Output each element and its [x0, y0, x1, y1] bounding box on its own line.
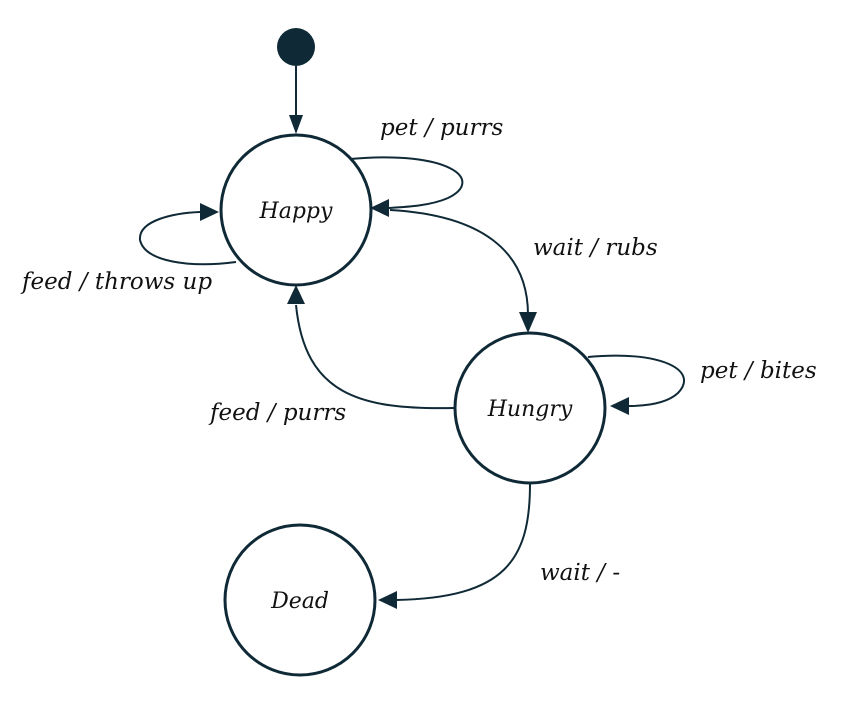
label-happy-pet: pet / purrs: [380, 115, 503, 141]
arrowhead-hungry-to-dead: [378, 591, 397, 609]
state-hungry: Hungry: [453, 331, 607, 485]
state-happy-circle: [219, 133, 373, 287]
edge-hungry-to-happy: [295, 304, 455, 410]
edge-happy-feed-loop: [138, 211, 237, 266]
arrowhead-hungry-to-happy: [287, 285, 305, 304]
state-dead-circle: [223, 523, 377, 677]
arrowhead-initial: [289, 115, 303, 134]
state-dead-label: Dead: [270, 589, 329, 614]
edge-happy-to-hungry: [389, 209, 529, 316]
edge-happy-pet-loop: [349, 156, 464, 209]
state-happy-label: Happy: [259, 199, 333, 224]
initial-state-dot: [277, 28, 315, 66]
edge-hungry-pet-loop: [587, 354, 685, 407]
label-hungry-feed: feed / purrs: [208, 400, 346, 426]
label-hungry-pet: pet / bites: [700, 358, 817, 384]
state-hungry-circle: [453, 331, 607, 485]
state-hungry-label: Hungry: [487, 397, 573, 422]
arrowhead-hungry-pet: [610, 397, 629, 415]
state-happy: Happy: [219, 133, 373, 287]
arrowhead-happy-feed: [200, 203, 219, 221]
state-dead: Dead: [223, 523, 377, 677]
arrowhead-happy-pet: [370, 199, 389, 217]
arrowhead-happy-to-hungry: [519, 312, 537, 333]
label-happy-wait: wait / rubs: [533, 235, 658, 261]
label-hungry-wait: wait / -: [540, 560, 620, 586]
edge-hungry-to-dead: [395, 483, 531, 601]
label-happy-feed: feed / throws up: [20, 269, 212, 295]
